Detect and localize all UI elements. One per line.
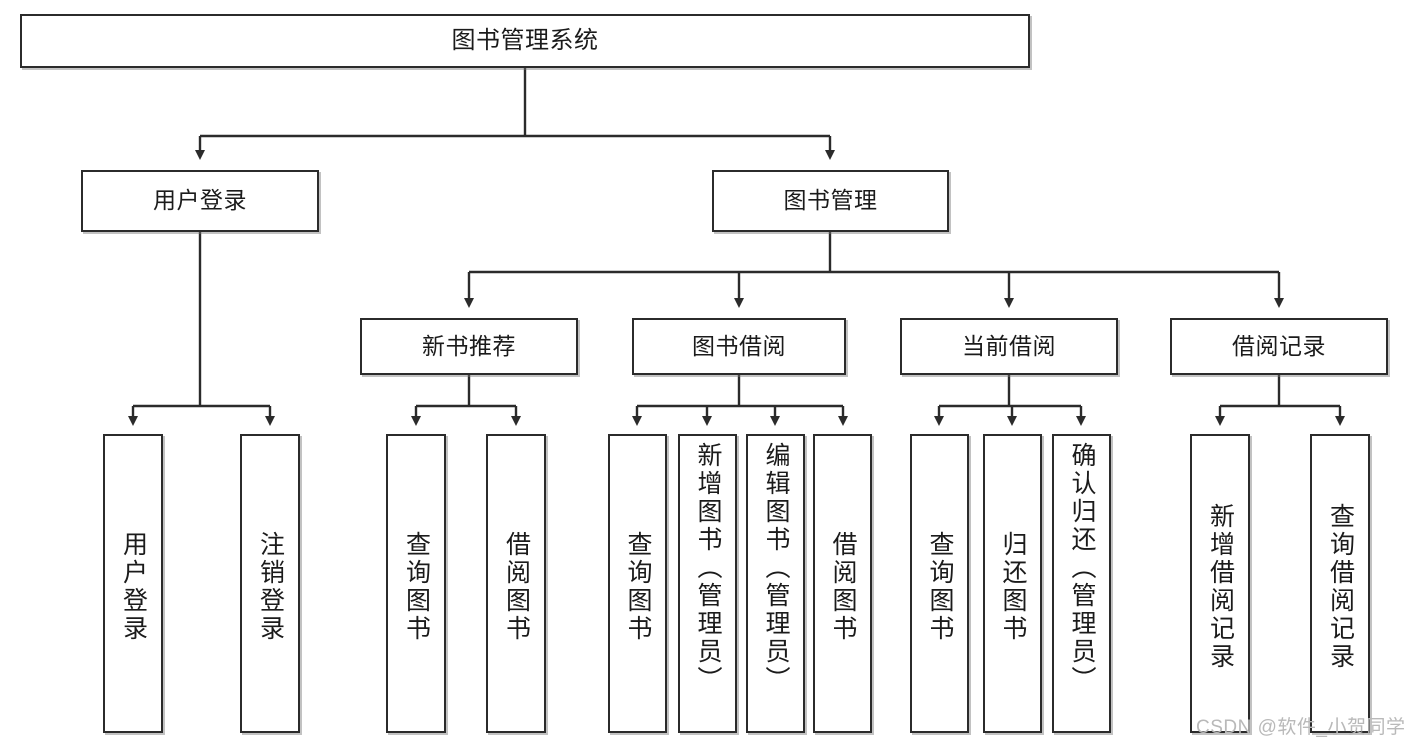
node-borrow-record-label: 借阅记录 [1232, 332, 1326, 359]
node-leaf-add-book[interactable]: 新增图书（管理员） [678, 434, 737, 733]
node-book-borrow-label: 图书借阅 [692, 332, 786, 359]
node-leaf-edit-book[interactable]: 编辑图书（管理员） [746, 434, 805, 733]
node-leaf-return-book-label: 归还图书 [999, 530, 1027, 643]
node-leaf-query-book-2-label: 查询图书 [624, 530, 652, 643]
node-leaf-user-login-label: 用户登录 [119, 530, 148, 643]
node-leaf-query-book-1[interactable]: 查询图书 [386, 434, 446, 733]
node-new-book-recommend-label: 新书推荐 [422, 332, 516, 359]
node-leaf-user-login[interactable]: 用户登录 [103, 434, 163, 733]
node-leaf-add-book-label: 新增图书（管理员） [694, 442, 722, 694]
node-leaf-confirm-return-label: 确认归还（管理员） [1068, 442, 1096, 694]
node-book-borrow[interactable]: 图书借阅 [632, 318, 846, 375]
node-leaf-return-book[interactable]: 归还图书 [983, 434, 1042, 733]
node-leaf-query-record-label: 查询借阅记录 [1326, 502, 1355, 671]
csdn-watermark: CSDN @软件_小贺同学 [1196, 717, 1405, 738]
node-book-manage-label: 图书管理 [783, 187, 878, 214]
node-current-borrow[interactable]: 当前借阅 [900, 318, 1118, 375]
node-root[interactable]: 图书管理系统 [20, 14, 1030, 68]
node-leaf-borrow-book-1[interactable]: 借阅图书 [486, 434, 546, 733]
node-leaf-borrow-book-1-label: 借阅图书 [502, 530, 531, 643]
node-current-borrow-label: 当前借阅 [962, 332, 1056, 359]
node-leaf-logout-label: 注销登录 [256, 530, 285, 643]
node-leaf-query-book-2[interactable]: 查询图书 [608, 434, 667, 733]
node-user-login-label: 用户登录 [153, 187, 247, 214]
node-leaf-logout[interactable]: 注销登录 [240, 434, 300, 733]
node-leaf-query-book-3[interactable]: 查询图书 [910, 434, 969, 733]
node-leaf-add-record-label: 新增借阅记录 [1206, 502, 1235, 671]
node-leaf-query-book-3-label: 查询图书 [926, 530, 954, 643]
node-leaf-edit-book-label: 编辑图书（管理员） [762, 442, 790, 694]
node-user-login[interactable]: 用户登录 [81, 170, 319, 232]
node-leaf-confirm-return[interactable]: 确认归还（管理员） [1052, 434, 1111, 733]
node-root-label: 图书管理系统 [451, 26, 599, 54]
node-leaf-query-record[interactable]: 查询借阅记录 [1310, 434, 1370, 733]
node-leaf-add-record[interactable]: 新增借阅记录 [1190, 434, 1250, 733]
node-leaf-borrow-book-2-label: 借阅图书 [829, 530, 857, 643]
node-new-book-recommend[interactable]: 新书推荐 [360, 318, 578, 375]
node-book-manage[interactable]: 图书管理 [712, 170, 949, 232]
node-borrow-record[interactable]: 借阅记录 [1170, 318, 1388, 375]
node-leaf-query-book-1-label: 查询图书 [402, 530, 431, 643]
node-leaf-borrow-book-2[interactable]: 借阅图书 [813, 434, 872, 733]
